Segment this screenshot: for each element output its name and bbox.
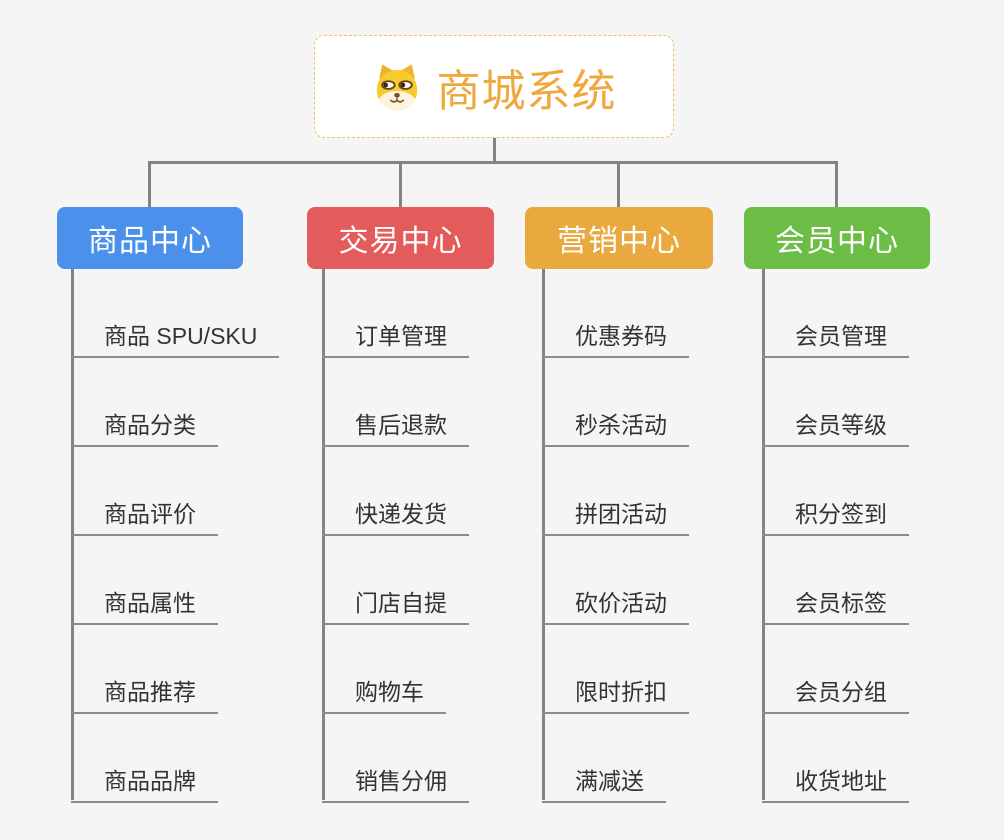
topic-node[interactable]: 商品推荐 bbox=[71, 677, 218, 714]
topic-node[interactable]: 会员管理 bbox=[762, 321, 909, 358]
topic-node[interactable]: 门店自提 bbox=[322, 588, 469, 625]
topic-node[interactable]: 订单管理 bbox=[322, 321, 469, 358]
topic-node[interactable]: 购物车 bbox=[322, 677, 446, 714]
topic-node[interactable]: 秒杀活动 bbox=[542, 410, 689, 447]
branch-header-marketing[interactable]: 营销中心 bbox=[525, 207, 713, 269]
connector-root-stub bbox=[493, 138, 496, 162]
connector-drop-trade bbox=[399, 161, 402, 207]
topic-node[interactable]: 会员等级 bbox=[762, 410, 909, 447]
topic-node[interactable]: 收货地址 bbox=[762, 766, 909, 803]
topic-node[interactable]: 商品评价 bbox=[71, 499, 218, 536]
topic-node[interactable]: 快递发货 bbox=[322, 499, 469, 536]
connector-drop-member bbox=[835, 161, 838, 207]
topic-node[interactable]: 满减送 bbox=[542, 766, 666, 803]
doge-icon bbox=[376, 63, 417, 110]
connector-drop-products bbox=[148, 161, 151, 207]
root-node[interactable]: 商城系统 bbox=[314, 35, 674, 138]
branch-header-member[interactable]: 会员中心 bbox=[744, 207, 930, 269]
topic-node[interactable]: 拼团活动 bbox=[542, 499, 689, 536]
topic-node[interactable]: 会员分组 bbox=[762, 677, 909, 714]
connector-drop-marketing bbox=[617, 161, 620, 207]
root-title: 商城系统 bbox=[436, 66, 617, 116]
topic-node[interactable]: 商品 SPU/SKU bbox=[71, 321, 280, 358]
topic-node[interactable]: 销售分佣 bbox=[322, 766, 469, 803]
topic-node[interactable]: 售后退款 bbox=[322, 410, 469, 447]
topic-node[interactable]: 商品品牌 bbox=[71, 766, 218, 803]
topic-node[interactable]: 优惠券码 bbox=[542, 321, 689, 358]
branch-header-products[interactable]: 商品中心 bbox=[57, 207, 243, 269]
topic-node[interactable]: 积分签到 bbox=[762, 499, 909, 536]
connector-bus bbox=[148, 161, 838, 164]
topic-node[interactable]: 会员标签 bbox=[762, 588, 909, 625]
branch-column-marketing: 优惠券码 秒杀活动 拼团活动 砍价活动 限时折扣 满减送 bbox=[542, 269, 689, 803]
topic-node[interactable]: 商品分类 bbox=[71, 410, 218, 447]
branch-column-trade: 订单管理 售后退款 快递发货 门店自提 购物车 销售分佣 bbox=[322, 269, 469, 803]
branch-column-products: 商品 SPU/SKU 商品分类 商品评价 商品属性 商品推荐 商品品牌 bbox=[71, 269, 280, 803]
branch-header-trade[interactable]: 交易中心 bbox=[307, 207, 494, 269]
topic-node[interactable]: 商品属性 bbox=[71, 588, 218, 625]
branch-column-member: 会员管理 会员等级 积分签到 会员标签 会员分组 收货地址 bbox=[762, 269, 909, 803]
topic-node[interactable]: 砍价活动 bbox=[542, 588, 689, 625]
topic-node[interactable]: 限时折扣 bbox=[542, 677, 689, 714]
